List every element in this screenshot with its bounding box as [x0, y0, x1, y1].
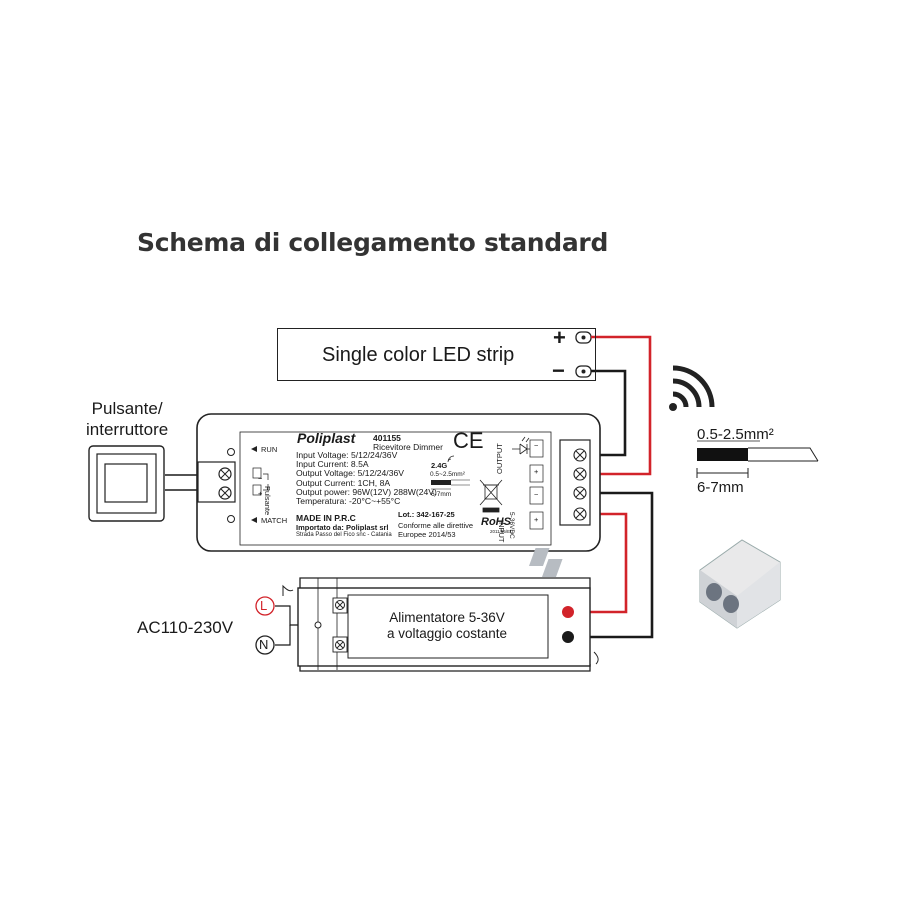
rohs-mark: RoHS [481, 516, 511, 528]
power-supply-label: Alimentatore 5-36V a voltaggio costante [352, 610, 542, 642]
importer-line2: Strada Passo del Fico snc - Catania [296, 532, 392, 538]
rohs-sub: 2011/65/EU [490, 529, 514, 534]
receiver-switch-terminal [197, 461, 269, 503]
led-strip-minus: − [552, 358, 565, 383]
wire-strip-icon-small [431, 479, 470, 490]
power-supply-line2: a voltaggio costante [386, 626, 508, 641]
made-in-label: MADE IN P.R.C [296, 513, 356, 523]
wire-led-positive [590, 335, 652, 476]
wire-mains-N [275, 625, 291, 646]
led-strip-plus: + [553, 325, 566, 350]
wire-gauge-diagram [696, 440, 819, 478]
rf-signal-icon-small [447, 455, 455, 463]
power-supply-body [282, 577, 599, 672]
wireless-signal-icon [669, 365, 715, 411]
spec-line: Output Current: 1CH, 8A [296, 477, 391, 488]
wire-strip-length-label: 6-7mm [697, 479, 744, 496]
spec-line: Output power: 96W(12V) 288W(24V) [296, 486, 437, 497]
receiver-spec-list: Input Voltage: 5/12/24/36V Input Current… [296, 450, 437, 507]
conforme-line1: Conforme alle direttive [398, 521, 474, 530]
terminal-block-image [528, 539, 781, 629]
receiver-output-input-terminal [529, 439, 591, 530]
led-symbol-icon [512, 436, 530, 455]
page-title: Schema di collegamento standard [137, 228, 609, 257]
match-label: MATCH [261, 516, 288, 525]
receiver-brand-logo: Poliplast [297, 430, 356, 446]
switch-label-line2: interruttore [86, 420, 169, 439]
wires [165, 335, 654, 646]
led-strip-box [277, 328, 596, 381]
mains-voltage-label: AC110-230V [137, 618, 234, 637]
power-supply-line1: Alimentatore 5-36V [389, 610, 505, 625]
receiver-code: 401155 [373, 433, 401, 443]
importer-line1: Importato da: Poliplast srl [296, 523, 389, 532]
conforme-line2: Europee 2014/53 [398, 530, 456, 539]
spec-line: Output Voltage: 5/12/24/36V [296, 468, 404, 479]
switch-label-line1: Pulsante/ [91, 399, 163, 418]
mains-L-label: L [260, 598, 268, 613]
rf-frequency-label: 2.4G [431, 461, 448, 470]
in-term-minus: − [534, 490, 539, 499]
run-label: RUN [261, 445, 278, 454]
in-term-plus: + [534, 515, 539, 524]
weee-bin-icon [479, 479, 503, 513]
wire-input-positive [568, 512, 628, 614]
lot-label: Lot.: 342-167-25 [398, 510, 455, 519]
spec-line: Input Voltage: 5/12/24/36V [296, 450, 398, 460]
spec-line: Input Current: 8.5A [296, 459, 369, 470]
led-strip-label: Single color LED strip [322, 344, 515, 366]
mains-terminals [255, 596, 275, 655]
switch-label: Pulsante/ interruttore [86, 398, 168, 440]
mains-N-label: N [259, 637, 269, 652]
wire-led-negative [590, 369, 627, 457]
switch-term-minus: − [258, 474, 263, 483]
strip-length-small: 6-7mm [431, 491, 452, 498]
out-term-plus: + [534, 467, 539, 476]
receiver-name: Ricevitore Dimmer [373, 442, 443, 452]
wire-section-label: 0.5-2.5mm² [697, 426, 774, 443]
spec-line: Temperatura: -20°C~+55°C [296, 496, 401, 507]
output-label: OUTPUT [495, 443, 504, 474]
receiver-body [196, 413, 601, 552]
push-button-switch [88, 445, 165, 522]
ce-mark: CE [453, 428, 484, 453]
wire-section-small: 0.5~2.5mm² [430, 471, 465, 478]
pulsante-vertical-label: Pulsante [263, 486, 272, 516]
switch-term-plus: + [258, 489, 263, 498]
out-term-minus: − [534, 441, 539, 450]
wire-input-negative [568, 491, 654, 639]
